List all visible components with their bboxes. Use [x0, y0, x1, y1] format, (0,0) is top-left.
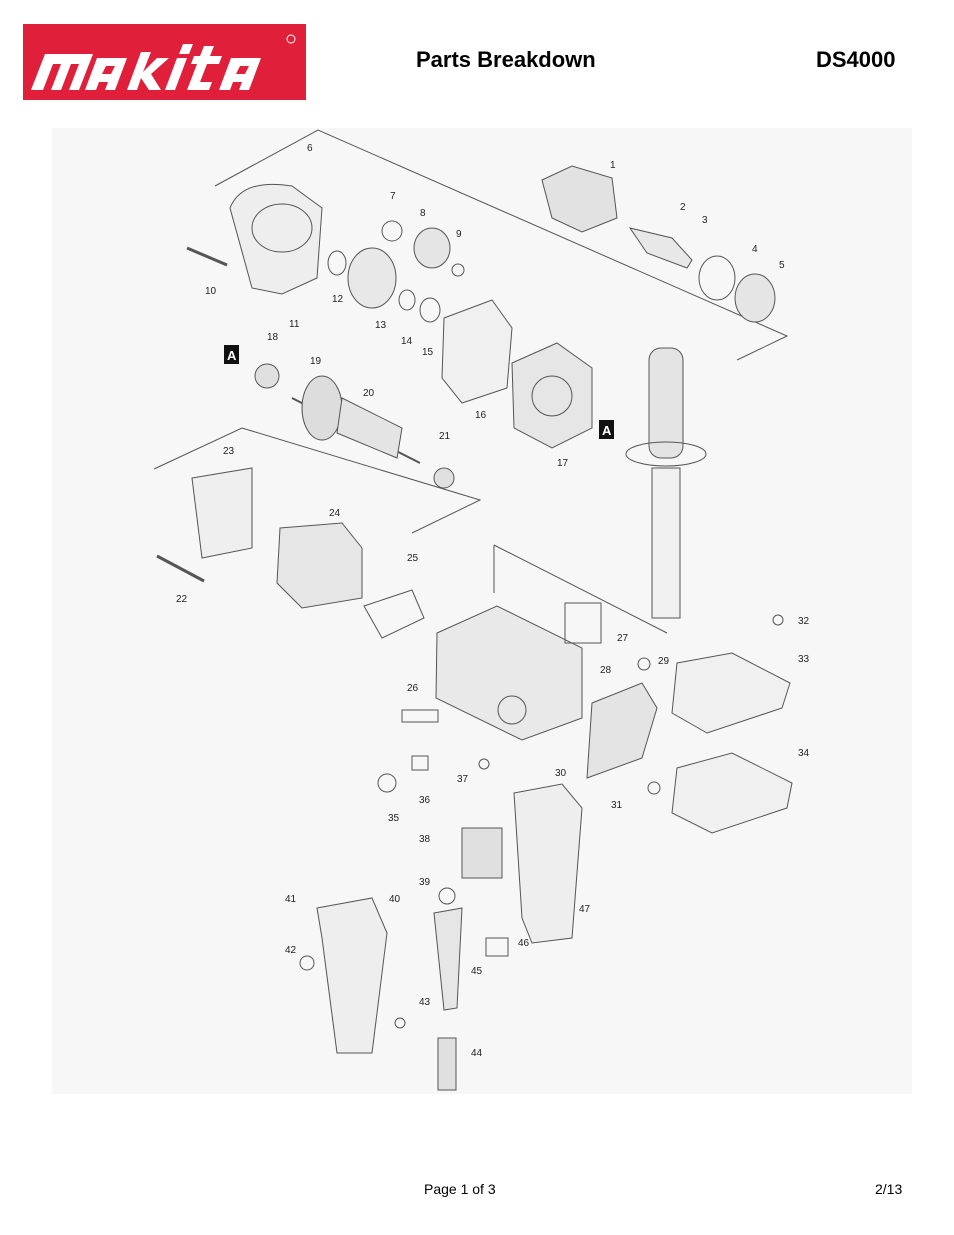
part-label-20: 20: [363, 388, 375, 399]
part-label-32: 32: [798, 616, 810, 627]
part-label-42: 42: [285, 945, 297, 956]
part-label-33: 33: [798, 654, 810, 665]
part-label-47: 47: [579, 904, 591, 915]
part-label-26: 26: [407, 683, 419, 694]
part-label-44: 44: [471, 1048, 483, 1059]
part-label-19: 19: [310, 356, 322, 367]
part-label-25: 25: [407, 553, 419, 564]
part-label-21: 21: [439, 431, 451, 442]
part-label-4: 4: [752, 244, 758, 255]
marker-a-right: [599, 420, 614, 439]
part-label-38: 38: [419, 834, 431, 845]
part-label-45: 45: [471, 966, 483, 977]
part-label-6: 6: [307, 143, 313, 154]
part-label-7: 7: [390, 191, 396, 202]
part-label-30: 30: [555, 768, 567, 779]
marker-a-left-label: A: [227, 348, 237, 363]
revision-date: 2/13: [875, 1181, 903, 1197]
part-label-18: 18: [267, 332, 279, 343]
part-label-40: 40: [389, 894, 401, 905]
part-label-12: 12: [332, 294, 344, 305]
part-label-14: 14: [401, 336, 413, 347]
part-label-13: 13: [375, 320, 387, 331]
part-label-16: 16: [475, 410, 487, 421]
part-label-28: 28: [600, 665, 612, 676]
makita-logo: [23, 24, 306, 100]
page-title: Parts Breakdown: [416, 47, 596, 72]
part-label-24: 24: [329, 508, 341, 519]
part-label-5: 5: [779, 260, 785, 271]
model-number: DS4000: [816, 47, 896, 72]
part-label-22: 22: [176, 594, 188, 605]
part-label-11: 11: [289, 319, 300, 330]
part-label-27: 27: [617, 633, 629, 644]
part-label-35: 35: [388, 813, 400, 824]
part-label-29: 29: [658, 656, 670, 667]
part-label-41: 41: [285, 894, 297, 905]
marker-a-right-label: A: [602, 423, 612, 438]
part-label-8: 8: [420, 208, 426, 219]
part-label-10: 10: [205, 286, 217, 297]
page-indicator: Page 1 of 3: [424, 1181, 496, 1197]
part-label-23: 23: [223, 446, 235, 457]
part-label-15: 15: [422, 347, 434, 358]
part-label-37: 37: [457, 774, 469, 785]
part-label-36: 36: [419, 795, 431, 806]
part-label-31: 31: [611, 800, 623, 811]
part-label-43: 43: [419, 997, 431, 1008]
part-label-34: 34: [798, 748, 810, 759]
marker-a-left: [224, 345, 239, 364]
part-label-2: 2: [680, 202, 686, 213]
part-label-3: 3: [702, 215, 708, 226]
part-label-17: 17: [557, 458, 569, 469]
part-label-39: 39: [419, 877, 431, 888]
part-number-labels: 1234567891011121314151617181920212223242…: [176, 143, 810, 1059]
part-label-1: 1: [610, 160, 616, 171]
part-label-9: 9: [456, 229, 462, 240]
makita-logo-mark: [23, 24, 306, 100]
exploded-view-drawing: A A 123456789101112131415161718192021222…: [52, 128, 912, 1094]
part-label-46: 46: [518, 938, 530, 949]
